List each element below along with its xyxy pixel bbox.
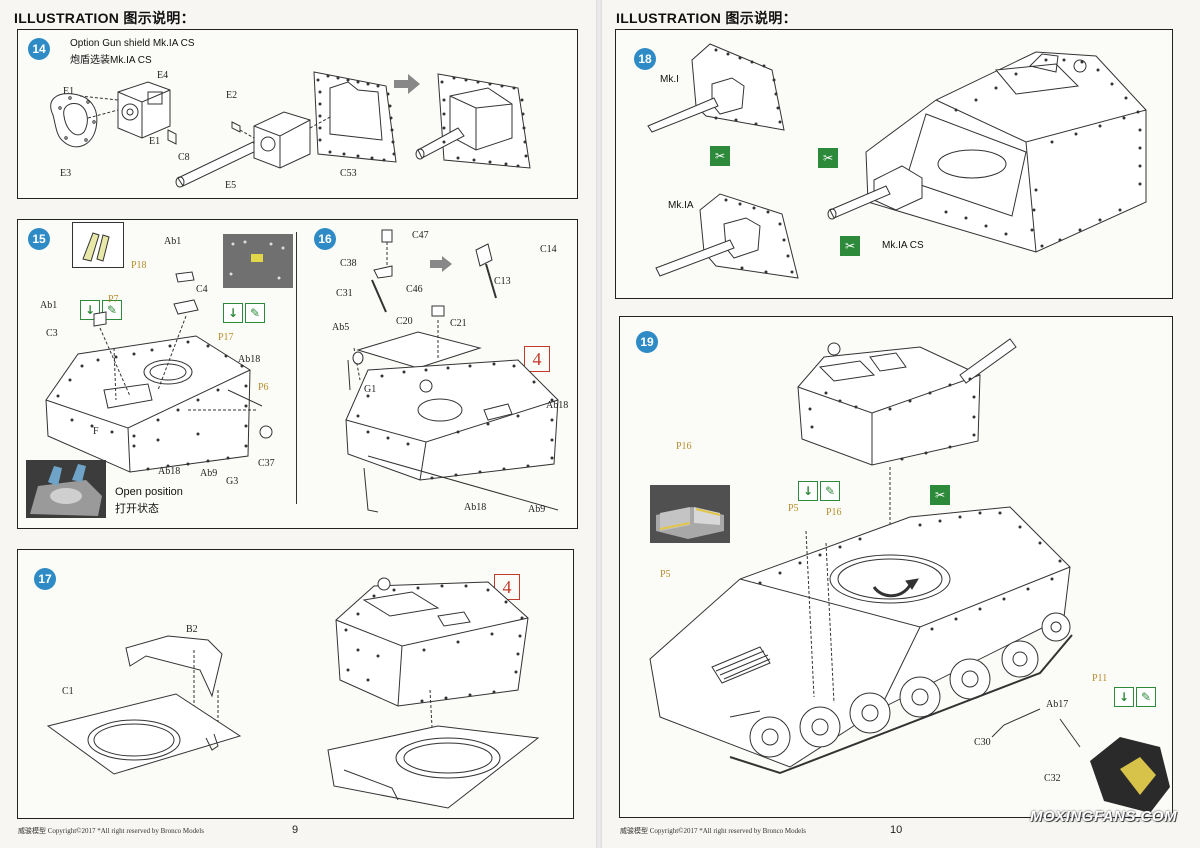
step-15-label-g3: G3 (226, 476, 239, 487)
step-15-detail-inset (72, 222, 124, 268)
step-17-label-b2: B2 (186, 624, 198, 635)
step-17-drawing (18, 550, 574, 818)
step-14-panel: 14 Option Gun shield Mk.IA CS 炮盾选装Mk.IA … (17, 29, 578, 199)
step-15-label-ab9: Ab9 (200, 468, 218, 479)
step-18-label-mk1a: Mk.IA (668, 200, 694, 211)
step-15-label-c4: C4 (196, 284, 208, 295)
paint-icon: ✎ (820, 481, 840, 501)
step-19-panel: 19 ↓ ✎ ✂ ↓ ✎ (619, 316, 1173, 818)
step-16-label-ab18b: Ab18 (464, 502, 487, 513)
step-18-panel: 18 Mk.I Mk.IA Mk.IA CS ✂ ✂ ✂ (615, 29, 1173, 299)
step-14-title-cn: 炮盾选装Mk.IA CS (70, 55, 152, 66)
step-17-badge: 17 (34, 568, 56, 590)
step-15-label-ab18a: Ab18 (238, 354, 261, 365)
left-page-number: 9 (292, 824, 299, 836)
paint-icon: ✎ (245, 303, 265, 323)
step-16-label-c38: C38 (340, 258, 357, 269)
step-15-16-divider (296, 232, 297, 504)
step-16-label-ab5: Ab5 (332, 322, 350, 333)
step-16-label-c13: C13 (494, 276, 511, 287)
step-16-label-c21: C21 (450, 318, 467, 329)
step-14-label-e2: E2 (226, 90, 238, 101)
step-15-caption-en: Open position (115, 486, 183, 498)
step-14-label-e5: E5 (225, 180, 237, 191)
step-18-drawing (616, 30, 1172, 298)
glue-icon: ↓ (798, 481, 818, 501)
step-18-label-mk1: Mk.I (660, 74, 679, 85)
paint-icon: ✎ (102, 300, 122, 320)
step-15-caption-cn: 打开状态 (115, 503, 159, 515)
step-16-marker: 4 (524, 346, 550, 372)
step-16-label-c46: C46 (406, 284, 423, 295)
step-19-label-c32: C32 (1044, 773, 1061, 784)
step-15-label-p7: P7 (108, 294, 119, 305)
step-14-label-e3: E3 (60, 168, 72, 179)
cut-icon: ✂ (710, 146, 730, 166)
step-14-badge: 14 (28, 38, 50, 60)
step-15-photo-hatch (223, 234, 293, 288)
step-15-label-c37: C37 (258, 458, 275, 469)
step-17-panel: 17 4 B2 C1 (17, 549, 574, 819)
step-15-label-p6: P6 (258, 382, 269, 393)
step-14-title-en: Option Gun shield Mk.IA CS (70, 38, 195, 49)
step-15-badge: 15 (28, 228, 50, 250)
step-16-label-c14: C14 (540, 244, 557, 255)
paint-icon: ✎ (1136, 687, 1156, 707)
right-page-number: 10 (890, 824, 903, 836)
step-17-label-c1: C1 (62, 686, 74, 697)
cut-icon: ✂ (818, 148, 838, 168)
step-19-label-c30: C30 (974, 737, 991, 748)
step-19-label-p11: P11 (1092, 673, 1108, 684)
cut-icon: ✂ (930, 485, 950, 505)
step-18-badge: 18 (634, 48, 656, 70)
step-19-badge: 19 (636, 331, 658, 353)
step-15-label-f: F (93, 426, 99, 437)
right-header: ILLUSTRATION 图示说明： (616, 10, 797, 26)
cut-icon: ✂ (840, 236, 860, 256)
step-19-label-p5a: P5 (660, 569, 671, 580)
step-14-label-e4: E4 (157, 70, 169, 81)
step-14-label-c53: C53 (340, 168, 357, 179)
step-14-label-e1a: E1 (63, 86, 75, 97)
step-15-label-ab18b: Ab18 (158, 466, 181, 477)
site-watermark: MOXINGFANS.COM (1030, 808, 1178, 825)
step-16-label-g1: G1 (364, 384, 377, 395)
step-16-label-c31: C31 (336, 288, 353, 299)
step-16-drawing (308, 220, 578, 530)
step-15-16-panel: 15 ↓ ✎ ↓ ✎ Open position 打开 (17, 219, 578, 529)
step-15-label-p18: P18 (131, 260, 147, 271)
right-footer-copyright: 威骏模型 Copyright©2017 *All right reserved … (620, 827, 806, 835)
step-15-label-p17: P17 (218, 332, 234, 343)
step-16-label-ab18a: Ab18 (546, 400, 569, 411)
step-19-drawing (620, 317, 1170, 813)
step-15-drawing (18, 220, 298, 530)
left-header: ILLUSTRATION 图示说明： (14, 10, 195, 26)
step-16-label-ab9: Ab9 (528, 504, 546, 515)
step-19-photo-detail (650, 485, 730, 543)
step-14-label-c8: C8 (178, 152, 190, 163)
step-19-label-ab17: Ab17 (1046, 699, 1069, 710)
step-14-drawing (18, 30, 578, 198)
step-19-label-p16b: P16 (826, 507, 842, 518)
step-15-photo-open (26, 460, 106, 518)
step-16-label-c47: C47 (412, 230, 429, 241)
step-16-label-c20: C20 (396, 316, 413, 327)
step-14-label-e1b: E1 (149, 136, 161, 147)
step-15-label-ab1b: Ab1 (40, 300, 58, 311)
page-gutter (596, 0, 602, 848)
step-15-label-c3: C3 (46, 328, 58, 339)
step-15-label-ab1a: Ab1 (164, 236, 182, 247)
glue-icon: ↓ (223, 303, 243, 323)
step-18-label-mk1acs: Mk.IA CS (882, 240, 924, 251)
glue-icon: ↓ (1114, 687, 1134, 707)
left-footer-copyright: 威骏模型 Copyright©2017 *All right reserved … (18, 827, 204, 835)
step-19-label-p16a: P16 (676, 441, 692, 452)
step-19-label-p5b: P5 (788, 503, 799, 514)
step-16-badge: 16 (314, 228, 336, 250)
